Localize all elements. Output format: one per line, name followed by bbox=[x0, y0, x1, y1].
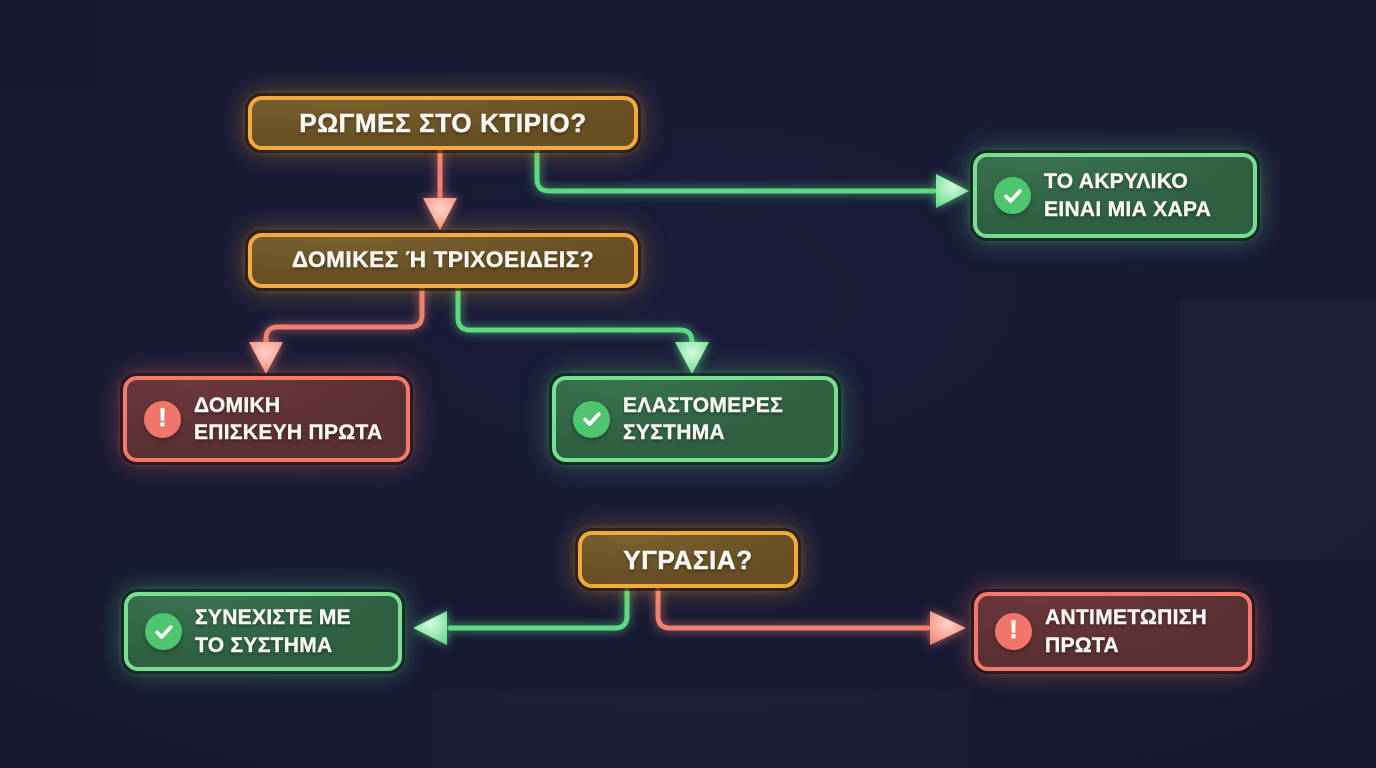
background-patch bbox=[1180, 300, 1376, 560]
arrowhead-right-icon bbox=[930, 611, 966, 645]
alert-glyph: ! bbox=[158, 403, 167, 432]
check-icon bbox=[573, 400, 610, 438]
node-continue-system: ΣΥΝΕΧΙΣΤΕ ΜΕ ΤΟ ΣΥΣΤΗΜΑ bbox=[124, 592, 402, 671]
node-treat-line2: ΠΡΩΤΑ bbox=[1045, 633, 1119, 657]
node-cracktype-question: ΔΟΜΙΚΕΣ Ή ΤΡΙΧΟΕΙΔΕΙΣ? bbox=[248, 233, 638, 288]
node-continue-line1: ΣΥΝΕΧΙΣΤΕ ΜΕ bbox=[195, 606, 351, 630]
edge-cracks-to-acrylic bbox=[534, 147, 937, 194]
node-elastomeric-line1: ΕΛΑΣΤΟΜΕΡΕΣ bbox=[623, 393, 783, 417]
arrowhead-down-icon bbox=[249, 342, 283, 374]
node-continue-line2: ΤΟ ΣΥΣΤΗΜΑ bbox=[195, 633, 333, 657]
alert-icon: ! bbox=[144, 400, 181, 438]
node-cracks-question: ΡΩΓΜΕΣ ΣΤΟ ΚΤΙΡΙΟ? bbox=[248, 96, 638, 150]
arrowhead-down-icon bbox=[675, 342, 709, 374]
arrowhead-down-icon bbox=[423, 198, 457, 230]
alert-glyph: ! bbox=[1009, 616, 1018, 644]
node-acrylic-line2: ΕΙΝΑΙ ΜΙΑ ΧΑΡΑ bbox=[1044, 197, 1212, 221]
node-acrylic-ok: ΤΟ ΑΚΡΥΛΙΚΟ ΕΙΝΑΙ ΜΙΑ ΧΑΡΑ bbox=[973, 153, 1257, 238]
node-moisture-label: ΥΓΡΑΣΙΑ? bbox=[623, 544, 753, 575]
node-treat-first: ! ΑΝΤΙΜΕΤΩΠΙΣΗ ΠΡΩΤΑ bbox=[974, 592, 1252, 671]
background-patch bbox=[0, 0, 96, 92]
edge-cracktype-to-elastomeric bbox=[455, 285, 695, 347]
node-cracks-label: ΡΩΓΜΕΣ ΣΤΟ ΚΤΙΡΙΟ? bbox=[299, 108, 587, 138]
background-patch bbox=[430, 690, 970, 768]
node-structural-repair: ! ΔΟΜΙΚΗ ΕΠΙΣΚΕΥΗ ΠΡΩΤΑ bbox=[123, 376, 410, 462]
node-acrylic-line1: ΤΟ ΑΚΡΥΛΙΚΟ bbox=[1044, 170, 1188, 194]
node-treat-text: ΑΝΤΙΜΕΤΩΠΙΣΗ ΠΡΩΤΑ bbox=[1045, 604, 1207, 659]
node-structural-line1: ΔΟΜΙΚΗ bbox=[194, 393, 281, 417]
arrowhead-right-icon bbox=[936, 174, 969, 208]
node-acrylic-text: ΤΟ ΑΚΡΥΛΙΚΟ ΕΙΝΑΙ ΜΙΑ ΧΑΡΑ bbox=[1044, 168, 1211, 223]
node-elastomeric-line2: ΣΥΣΤΗΜΑ bbox=[623, 421, 725, 444]
node-cracktype-label: ΔΟΜΙΚΕΣ Ή ΤΡΙΧΟΕΙΔΕΙΣ? bbox=[291, 247, 595, 273]
node-structural-text: ΔΟΜΙΚΗ ΕΠΙΣΚΕΥΗ ΠΡΩΤΑ bbox=[194, 392, 383, 447]
check-icon bbox=[994, 177, 1031, 214]
node-structural-line2: ΕΠΙΣΚΕΥΗ ΠΡΩΤΑ bbox=[194, 421, 383, 444]
node-treat-line1: ΑΝΤΙΜΕΤΩΠΙΣΗ bbox=[1045, 606, 1208, 630]
node-elastomeric: ΕΛΑΣΤΟΜΕΡΕΣ ΣΥΣΤΗΜΑ bbox=[552, 376, 838, 462]
alert-icon: ! bbox=[995, 613, 1032, 650]
node-continue-text: ΣΥΝΕΧΙΣΤΕ ΜΕ ΤΟ ΣΥΣΤΗΜΑ bbox=[195, 604, 351, 659]
arrowhead-left-icon bbox=[413, 611, 447, 645]
check-icon bbox=[145, 613, 182, 650]
edge-moisture-to-continue bbox=[447, 585, 630, 631]
node-moisture-question: ΥΓΡΑΣΙΑ? bbox=[578, 531, 798, 588]
edge-moisture-to-treatfirst bbox=[655, 585, 931, 631]
node-elastomeric-text: ΕΛΑΣΤΟΜΕΡΕΣ ΣΥΣΤΗΜΑ bbox=[623, 392, 783, 447]
edge-cracktype-to-structural bbox=[263, 285, 425, 345]
